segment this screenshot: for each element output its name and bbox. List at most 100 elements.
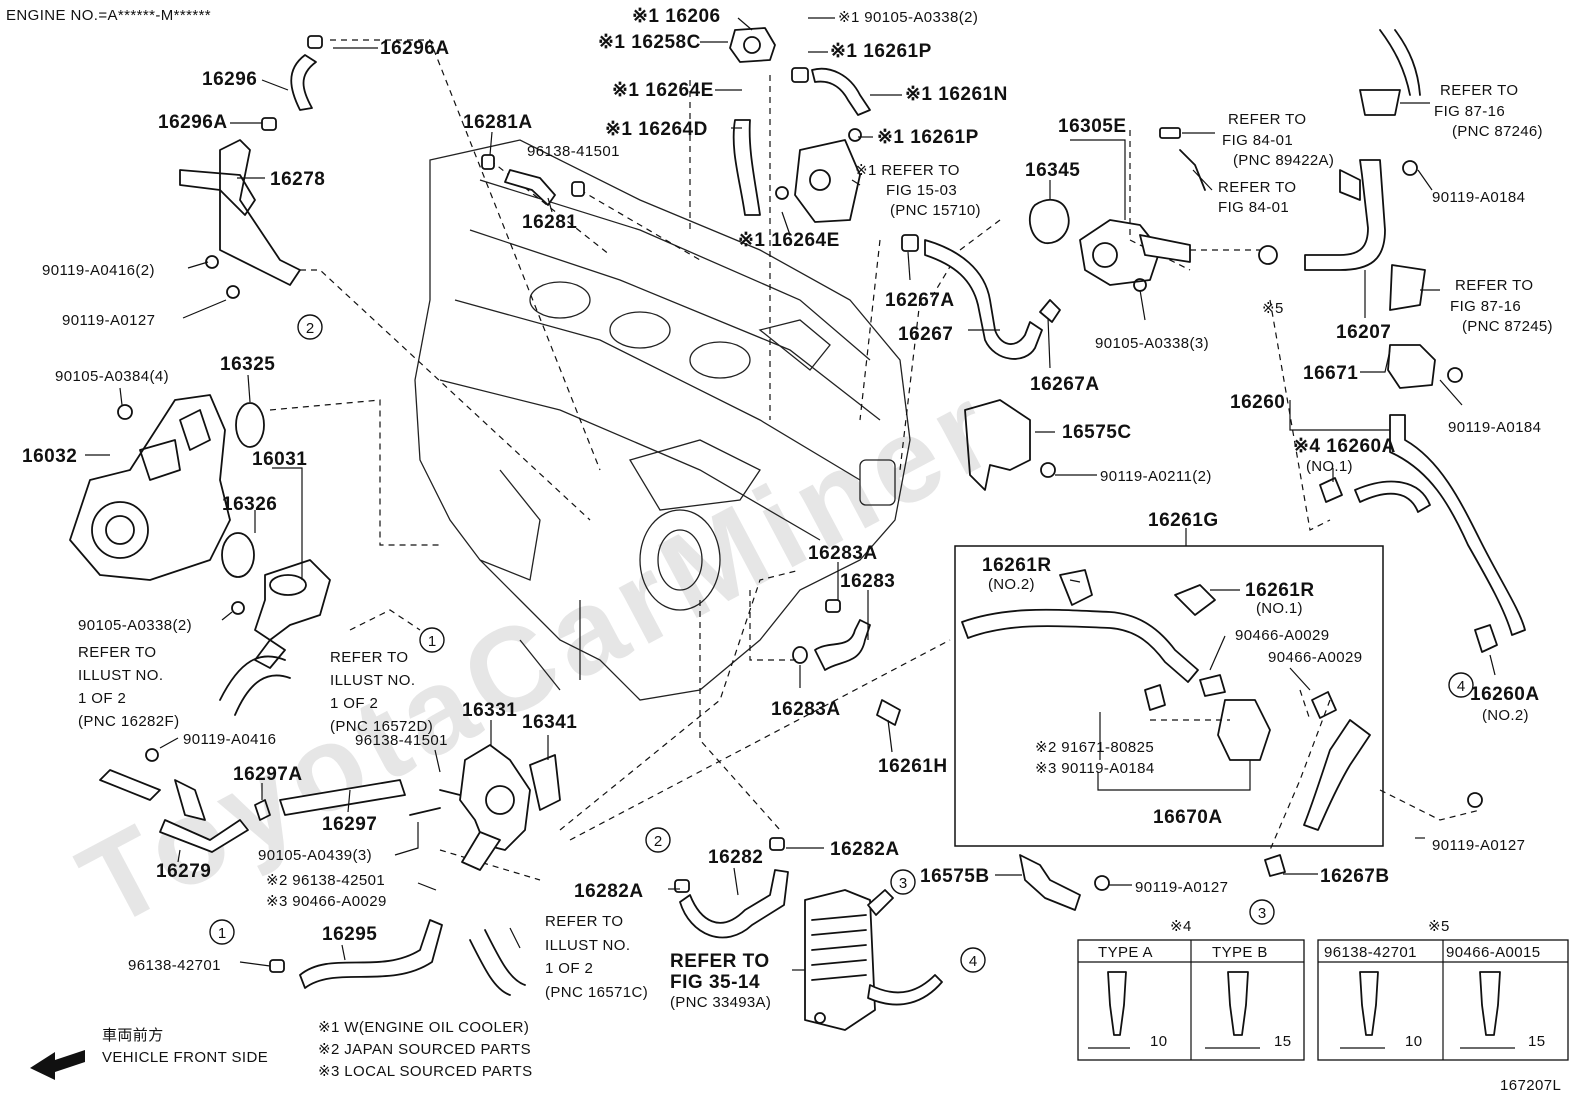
- hose-16260: [1319, 414, 1526, 653]
- refer-8401a-line1: REFER TO: [1228, 111, 1307, 128]
- label-16281: 16281: [522, 212, 577, 233]
- footnote-3: ※3 LOCAL SOURCED PARTS: [318, 1063, 532, 1080]
- svg-text:2: 2: [306, 320, 314, 337]
- label-16261r-b: 16261R: [1245, 580, 1315, 601]
- refer-16571c-line2: ILLUST NO.: [545, 937, 630, 954]
- label-16282a-b: 16282A: [574, 881, 644, 902]
- label-90105-a0384-4: 90105-A0384(4): [55, 368, 169, 385]
- label-90119-a0127-c: 90119-A0127: [1135, 879, 1228, 896]
- label-16264e-a: ※1 16264E: [612, 80, 714, 101]
- refer-16571c-line4: (PNC 16571C): [545, 984, 648, 1001]
- refer-8401a-line3: (PNC 89422A): [1233, 152, 1334, 169]
- label-91671-80825: ※2 91671-80825: [1035, 739, 1154, 756]
- callout-2-a: 2: [297, 314, 323, 340]
- label-16297: 16297: [322, 814, 377, 835]
- hose-16282: [674, 837, 789, 939]
- refer-3514-line3: (PNC 33493A): [670, 994, 771, 1011]
- refer-8401b-line2: FIG 84-01: [1218, 199, 1289, 216]
- refer-87245-line2: FIG 87-16: [1450, 298, 1521, 315]
- label-16261n: ※1 16261N: [905, 84, 1008, 105]
- clip-90466-a0015-icon: [1460, 971, 1515, 1049]
- label-ref5: ※5: [1262, 300, 1284, 317]
- svg-text:4: 4: [969, 953, 977, 970]
- table4-header-b: TYPE B: [1212, 944, 1268, 961]
- refer-87245-line1: REFER TO: [1455, 277, 1534, 294]
- label-16575b: 16575B: [920, 866, 990, 887]
- label-16261r-a: 16261R: [982, 555, 1052, 576]
- clip-type-a-icon: [1088, 971, 1130, 1049]
- refer-16572d-line1: REFER TO: [330, 649, 409, 666]
- hose-16283: [792, 599, 901, 726]
- label-90105-a0338-2: 90105-A0338(2): [78, 617, 192, 634]
- label-96138-41501-b: 96138-41501: [355, 732, 448, 749]
- label-16031: 16031: [252, 449, 307, 470]
- table5-dim-a: 10: [1405, 1033, 1423, 1050]
- hose-16264d: [732, 119, 761, 216]
- label-16278: 16278: [270, 169, 325, 190]
- label-16331: 16331: [462, 700, 517, 721]
- label-16267b: 16267B: [1320, 866, 1390, 887]
- label-90105-a0439-3: 90105-A0439(3): [258, 847, 372, 864]
- sensor-89422a: [1159, 127, 1206, 191]
- refer-87246-line3: (PNC 87246): [1452, 123, 1543, 140]
- svg-text:1: 1: [428, 633, 436, 650]
- refer-3514-line2: FIG 35-14: [670, 972, 760, 993]
- oil-cooler-15710: [775, 128, 862, 223]
- bracket-16281: [481, 154, 585, 206]
- footnote-1: ※1 W(ENGINE OIL COOLER): [318, 1019, 529, 1036]
- label-90119-a0184-c: ※3 90119-A0184: [1035, 760, 1155, 777]
- svg-text:3: 3: [1258, 905, 1266, 922]
- callout-circles: 1 2 1 2 3 4 4 3: [209, 314, 1474, 973]
- callout-4-b: 4: [1448, 672, 1474, 698]
- vehicle-front-legend: 車両前方 VEHICLE FRONT SIDE: [30, 1027, 268, 1080]
- label-16296a-a: 16296A: [380, 38, 450, 59]
- label-16261p-a: ※1 16261P: [830, 41, 932, 62]
- label-16261g: 16261G: [1148, 510, 1219, 531]
- refer-16572d-line2: ILLUST NO.: [330, 672, 415, 689]
- refer-87246-line1: REFER TO: [1440, 82, 1519, 99]
- label-16325: 16325: [220, 354, 275, 375]
- label-90119-a0184-a: 90119-A0184: [1432, 189, 1525, 206]
- label-no1-a: (NO.1): [1306, 458, 1353, 475]
- engine-number: ENGINE NO.=A******-M******: [6, 7, 211, 24]
- hose-16296: [261, 35, 323, 131]
- assembly-box-16261g: [954, 545, 1384, 847]
- valve-16671: [1387, 344, 1463, 389]
- engine-block-illustration: [414, 139, 911, 701]
- table-ref4: ※4 TYPE A TYPE B 10 15: [1077, 918, 1305, 1061]
- refer-16282f-line4: (PNC 16282F): [78, 713, 180, 730]
- label-16283a-a: 16283A: [808, 543, 878, 564]
- hose-16207: [1304, 29, 1426, 311]
- table4-header-a: TYPE A: [1098, 944, 1153, 961]
- svg-text:1: 1: [218, 925, 226, 942]
- hose-16297: [254, 779, 406, 821]
- hose-16261g: [961, 569, 1371, 831]
- refer-87245-line3: (PNC 87245): [1462, 318, 1553, 335]
- label-16264e-b: ※1 16264E: [738, 230, 840, 251]
- label-16264d: ※1 16264D: [605, 119, 708, 140]
- label-16279: 16279: [156, 861, 211, 882]
- label-90466-a0029-c: ※3 90466-A0029: [266, 893, 387, 910]
- refer-1503-line2: FIG 15-03: [886, 182, 957, 199]
- water-pump-16032: [69, 394, 231, 581]
- oil-cooler-33493a: [804, 889, 943, 1031]
- part-labels: ※1 16206 ※1 90105-A0338(2) ※1 16258C ※1 …: [22, 6, 1553, 1011]
- callout-3-a: 3: [890, 869, 916, 895]
- label-90119-a0416: 90119-A0416: [183, 731, 276, 748]
- label-no2-b: (NO.2): [1482, 707, 1529, 724]
- label-90105-a0338-3: 90105-A0338(3): [1095, 335, 1209, 352]
- label-no1-b: (NO.1): [1256, 600, 1303, 617]
- table-ref5: ※5 96138-42701 90466-A0015 10 15: [1317, 918, 1569, 1061]
- footnotes: ※1 W(ENGINE OIL COOLER) ※2 JAPAN SOURCED…: [318, 1019, 532, 1080]
- legend-en: VEHICLE FRONT SIDE: [102, 1049, 268, 1066]
- housing-16331: [409, 744, 531, 871]
- refer-1503-line1: ※1 REFER TO: [855, 162, 960, 179]
- label-16260a-b: 16260A: [1470, 684, 1540, 705]
- label-16261p-b: ※1 16261P: [877, 127, 979, 148]
- water-inlet-16031: [231, 559, 331, 669]
- clip-type-b-icon: [1205, 971, 1260, 1049]
- refer-16572d-line4: (PNC 16572D): [330, 718, 433, 735]
- refer-16282f-line1: REFER TO: [78, 644, 157, 661]
- label-16206: ※1 16206: [632, 6, 721, 27]
- label-16207: 16207: [1336, 322, 1391, 343]
